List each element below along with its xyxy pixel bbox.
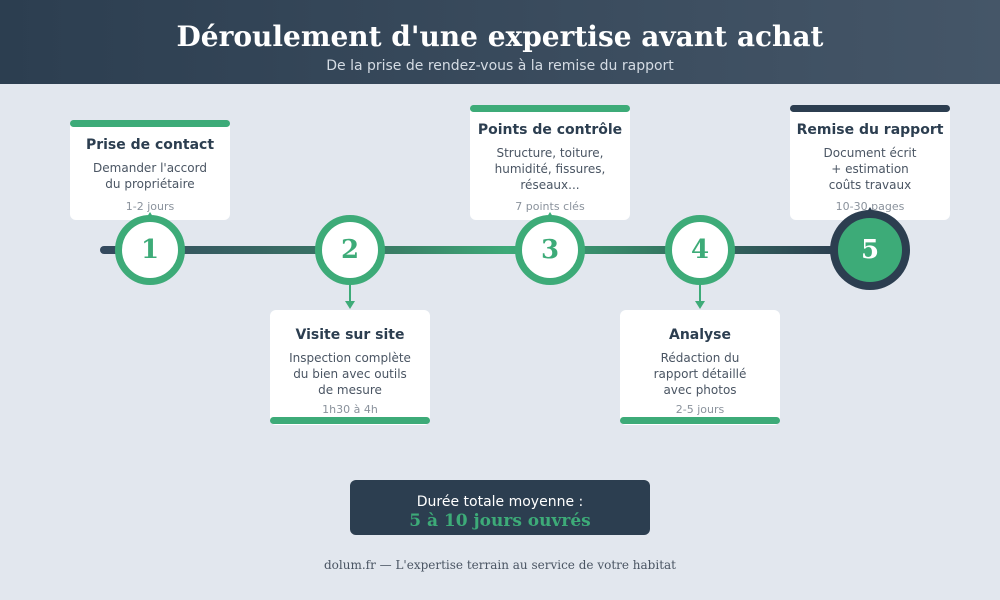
summary-label: Durée totale moyenne : [416,494,584,510]
step-note: 1-2 jours [125,200,175,213]
step-note: 2-5 jours [675,403,725,416]
step-circle-3: 3 [515,215,585,285]
step-description: Document écrit + estimation coûts travau… [823,146,917,192]
page-subtitle: De la prise de rendez-vous à la remise d… [326,58,674,74]
step-title: Remise du rapport [796,122,944,138]
step-circle-1: 1 [115,215,185,285]
arrow-down-icon [345,301,355,309]
footer-text: dolum.fr — L'expertise terrain au servic… [323,558,677,572]
step-note: 1h30 à 4h [322,403,378,416]
step-card-5: Remise du rapport Document écrit + estim… [790,105,950,220]
step-description: Structure, toiture, humidité, fissures, … [494,146,606,192]
step-circle-2: 2 [315,215,385,285]
step-title: Visite sur site [295,327,405,343]
step-title: Points de contrôle [477,122,623,138]
summary-value: 5 à 10 jours ouvrés [409,511,591,531]
connector-line [349,283,351,303]
card-accent-bar [470,105,630,112]
step-description: Demander l'accord du propriétaire [93,161,207,191]
header: Déroulement d'une expertise avant achat … [0,0,1000,84]
summary-box: Durée totale moyenne : 5 à 10 jours ouvr… [350,480,650,535]
step-card-1: Prise de contact Demander l'accord du pr… [70,120,230,220]
card-accent-bar [70,120,230,127]
timeline-line [100,246,840,254]
step-description: Inspection complète du bien avec outils … [289,351,411,397]
step-title: Prise de contact [85,137,215,153]
page-title: Déroulement d'une expertise avant achat [176,20,824,53]
step-title: Analyse [668,327,731,343]
step-circle-5: 5 [830,210,910,290]
step-card-3: Points de contrôle Structure, toiture, h… [470,105,630,220]
step-note: 7 points clés [515,200,585,213]
step-circle-4: 4 [665,215,735,285]
arrow-down-icon [695,301,705,309]
connector-line [699,283,701,303]
step-card-2: Visite sur site Inspection complète du b… [270,310,430,425]
step-note: 10-30 pages [835,200,905,213]
step-description: Rédaction du rapport détaillé avec photo… [653,351,747,397]
step-card-4: Analyse Rédaction du rapport détaillé av… [620,310,780,425]
card-accent-bar [790,105,950,112]
card-accent-bar [620,417,780,424]
card-accent-bar [270,417,430,424]
